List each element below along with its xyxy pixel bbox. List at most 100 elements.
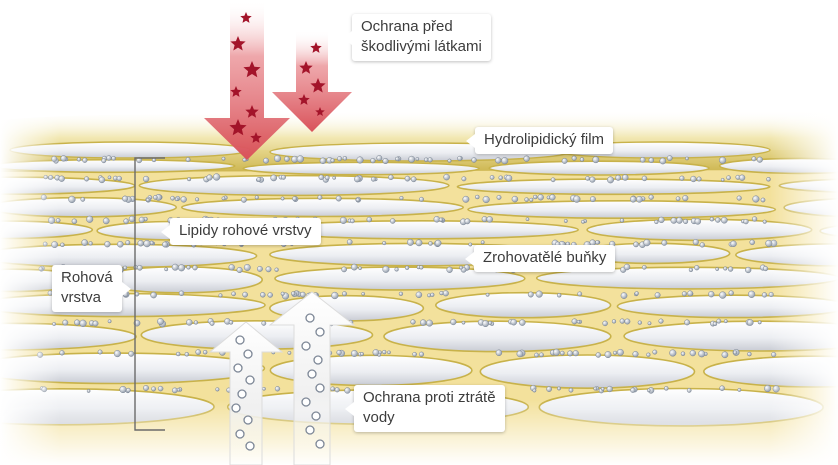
label-lipids: Lipidy rohové vrstvy bbox=[170, 218, 321, 245]
lipid-granule bbox=[475, 195, 479, 199]
lipid-granule bbox=[243, 292, 248, 297]
lipid-granule bbox=[697, 177, 701, 181]
lipid-granule bbox=[655, 292, 660, 297]
lipid-granule bbox=[427, 294, 430, 297]
lipid-granule bbox=[693, 239, 699, 245]
corneocyte-cell bbox=[243, 162, 479, 174]
lipid-granule bbox=[459, 266, 462, 269]
lipid-granule bbox=[362, 292, 365, 295]
lipid-granule bbox=[405, 176, 410, 181]
lipid-granule bbox=[103, 218, 109, 224]
lipid-granule bbox=[526, 218, 529, 221]
lipid-granule bbox=[481, 241, 484, 244]
lipid-granule bbox=[620, 319, 625, 324]
lipid-granule bbox=[382, 241, 386, 245]
lipid-granule bbox=[112, 156, 116, 160]
lipid-granule bbox=[408, 156, 414, 162]
lipid-granule bbox=[371, 158, 376, 163]
lipid-granule bbox=[482, 320, 488, 326]
lipid-granule bbox=[642, 176, 647, 181]
water-bubble bbox=[238, 390, 246, 398]
lipid-granule bbox=[60, 243, 64, 247]
lipid-granule bbox=[648, 322, 651, 325]
lipid-granule bbox=[716, 268, 719, 271]
lipid-granule bbox=[635, 292, 639, 296]
lipid-granule bbox=[165, 268, 168, 271]
lipid-granule bbox=[682, 292, 687, 297]
lipid-granule bbox=[331, 387, 335, 391]
lipid-granule bbox=[114, 350, 121, 357]
water-bubble bbox=[302, 398, 310, 406]
lipid-granule bbox=[501, 157, 508, 164]
lipid-granule bbox=[653, 350, 657, 354]
lipid-granule bbox=[143, 385, 148, 390]
lipid-granule bbox=[640, 157, 645, 162]
lipid-granule bbox=[144, 240, 151, 247]
lipid-granule bbox=[670, 350, 677, 357]
lipid-granule bbox=[622, 175, 628, 181]
lipid-granule bbox=[69, 196, 76, 203]
lipid-granule bbox=[539, 353, 543, 357]
lipid-granule bbox=[728, 267, 733, 272]
lipid-granule bbox=[530, 198, 534, 202]
label-protection-harmful: Ochrana před škodlivými látkami bbox=[352, 14, 491, 61]
lipid-granule bbox=[373, 349, 379, 355]
lipid-granule bbox=[729, 291, 734, 296]
label-hydrolipid-film-text: Hydrolipidický film bbox=[484, 130, 604, 150]
lipid-granule bbox=[210, 321, 214, 325]
lipid-granule bbox=[752, 157, 756, 161]
lipid-granule bbox=[762, 293, 767, 298]
water-bubble bbox=[244, 416, 252, 424]
lipid-granule bbox=[572, 319, 577, 324]
lipid-granule bbox=[713, 322, 717, 326]
lipid-granule bbox=[407, 239, 413, 245]
corneocyte-cell bbox=[480, 355, 694, 388]
lipid-granule bbox=[153, 195, 157, 199]
lipid-granule bbox=[377, 155, 382, 160]
lipid-granule bbox=[172, 264, 178, 270]
lipid-granule bbox=[98, 350, 102, 354]
lipid-granule bbox=[331, 159, 335, 163]
lipid-granule bbox=[680, 176, 685, 181]
lipid-granule bbox=[137, 265, 142, 270]
lipid-granule bbox=[691, 176, 697, 182]
lipid-granule bbox=[685, 157, 688, 160]
lipid-granule bbox=[143, 176, 149, 182]
lipid-granule bbox=[268, 293, 273, 298]
lipid-granule bbox=[700, 243, 705, 248]
lipid-granule bbox=[689, 268, 693, 272]
lipid-granule bbox=[356, 198, 360, 202]
lipid-granule bbox=[747, 352, 751, 356]
lipid-granule bbox=[620, 218, 624, 222]
label-horny-layer: Rohová vrstva bbox=[52, 265, 122, 312]
lipid-granule bbox=[74, 320, 80, 326]
lipid-granule bbox=[580, 158, 584, 162]
lipid-granule bbox=[577, 320, 580, 323]
lipid-granule bbox=[428, 158, 433, 163]
lipid-granule bbox=[715, 218, 720, 223]
lipid-granule bbox=[129, 216, 135, 222]
lipid-granule bbox=[194, 321, 198, 325]
lipid-granule bbox=[748, 291, 755, 298]
lipid-granule bbox=[343, 156, 347, 160]
water-bubble bbox=[316, 384, 324, 392]
lipid-granule bbox=[717, 319, 721, 323]
lipid-granule bbox=[387, 351, 390, 354]
lipid-granule bbox=[400, 196, 404, 200]
lipid-granule bbox=[185, 352, 189, 356]
lipid-granule bbox=[129, 351, 134, 356]
lipid-granule bbox=[420, 320, 426, 326]
lipid-granule bbox=[695, 218, 701, 224]
lipid-granule bbox=[719, 157, 726, 164]
lipid-granule bbox=[342, 292, 346, 296]
lipid-granule bbox=[616, 175, 621, 180]
lipid-granule bbox=[596, 353, 601, 358]
lipid-granule bbox=[126, 240, 130, 244]
lipid-granule bbox=[578, 292, 582, 296]
lipid-granule bbox=[383, 266, 390, 273]
lipid-granule bbox=[351, 264, 357, 270]
lipid-granule bbox=[146, 198, 149, 201]
corneocyte-cell bbox=[468, 201, 775, 218]
lipid-granule bbox=[562, 158, 567, 163]
lipid-granule bbox=[719, 292, 726, 299]
